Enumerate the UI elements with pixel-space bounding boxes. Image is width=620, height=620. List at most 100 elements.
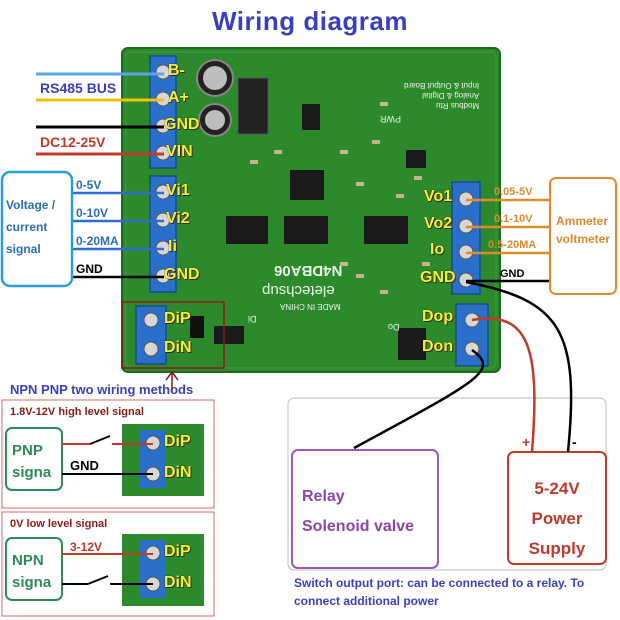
board-desc: Modbus Rtu Analog & Digital Input & Outp… (404, 80, 479, 110)
high-signal-label: 1.8V-12V high level signal (10, 406, 144, 418)
capacitor-1-top (203, 66, 227, 90)
terminal-vi2: Vi2 (166, 210, 190, 227)
pnp-gnd-label: GND (70, 458, 99, 473)
terminal-io: Io (430, 241, 445, 258)
board-pwr: PWR (380, 114, 401, 124)
pnp-terminal-dip: DiP (164, 433, 191, 450)
terminal-don: Don (422, 338, 454, 355)
terminal-vo2: Vo2 (424, 215, 453, 232)
supply-line-2: Power (531, 509, 583, 528)
supply-minus-label: - (572, 434, 577, 450)
di-optocoupler (214, 326, 244, 344)
npn-box-line-1: NPN (12, 552, 44, 569)
terminal-gnd-power: GND (164, 116, 200, 133)
wire-gnd-to-supply (465, 280, 573, 453)
ic-main (290, 170, 324, 200)
relay-line-1: Relay (302, 488, 345, 505)
npn-voltage-label: 3-12V (70, 540, 103, 554)
terminal-vin: VIN (166, 143, 193, 160)
di-highlight (121, 301, 225, 369)
npn-pnp-heading: NPN PNP two wiring methods (10, 382, 194, 397)
supply-box-text: 5-24V Power Supply (514, 474, 600, 564)
vo2-range-label: 0.1-10V (494, 213, 533, 225)
ic-small-1 (302, 104, 320, 130)
terminal-a-plus: A+ (168, 89, 189, 106)
pnp-switch-icon (89, 435, 111, 445)
vi1-range-label: 0-5V (76, 178, 102, 192)
ic-left (226, 216, 268, 244)
di-jumper (190, 316, 204, 338)
pcb-inner-shade (125, 51, 497, 369)
board-di: Di (248, 314, 257, 324)
terminal-b-minus: B- (168, 62, 185, 79)
meter-box-line-1: Ammeter (556, 214, 609, 228)
terminal-gnd-in: GND (164, 266, 200, 283)
supply-plus-label: + (522, 434, 531, 450)
wire-don-to-relay (353, 348, 485, 450)
terminal-vi1: Vi1 (166, 182, 190, 199)
npn-terminal-dip: DiP (164, 543, 191, 560)
rs485-label: RS485 BUS (40, 80, 117, 96)
supply-line-3: Supply (528, 539, 586, 558)
ic-tiny-1 (406, 150, 426, 168)
board-desc-line-1: Modbus Rtu (436, 101, 480, 110)
terminal-dop: Dop (422, 308, 454, 325)
wire-dop-to-supply (471, 317, 536, 453)
board-made: MADE IN CHINA (280, 302, 341, 311)
board-brand: eletechsup (262, 282, 335, 299)
screw-heads-left (143, 64, 171, 357)
signal-box (0, 170, 74, 288)
relay-box-text: Relay Solenoid valve (302, 482, 414, 542)
ic-center (284, 216, 328, 244)
pnp-box-text: PNP signa (12, 440, 51, 484)
board-do: Do (388, 322, 400, 332)
terminal-dip: DiP (164, 310, 191, 327)
npn-switch-icon (87, 575, 109, 585)
ic-right (364, 216, 408, 244)
wire-relay-to-supply (400, 424, 532, 452)
board-model: N4DBA06 (274, 262, 343, 279)
vi2-range-label: 0-10V (76, 206, 109, 220)
terminal-gnd-out: GND (420, 269, 456, 286)
pnp-box-line-1: PNP (12, 442, 43, 459)
board-desc-line-3: Input & Output Board (404, 81, 480, 90)
board-desc-line-2: Analog & Digital (422, 91, 480, 100)
io-range-label: 0.5-20MA (488, 239, 537, 251)
capacitor-2-top (205, 110, 225, 130)
vo1-range-label: 0.05-5V (494, 186, 533, 198)
page-title: Wiring diagram (211, 6, 408, 36)
npn-box-line-2: signa (12, 574, 52, 591)
terminal-ii: Ii (168, 238, 177, 255)
signal-box-text: Voltage / current signal (6, 194, 55, 260)
voltage-regulator (237, 77, 269, 135)
meter-box-text: Ammeter voltmeter (556, 212, 610, 248)
supply-line-1: 5-24V (534, 479, 580, 498)
signal-box-line-3: signal (6, 242, 41, 256)
meter-box-line-2: voltmeter (556, 232, 611, 246)
pnp-terminal-din: DiN (164, 464, 192, 481)
npn-signal-box (5, 537, 63, 601)
npn-terminal-din: DiN (164, 574, 192, 591)
di-arrow-icon (165, 370, 179, 392)
signal-box-line-2: current (6, 220, 48, 234)
pnp-signal-box (5, 427, 63, 491)
switch-output-note: Switch output port: can be connected to … (294, 576, 585, 608)
npn-box-text: NPN signa (12, 550, 51, 594)
supply-box (507, 451, 607, 565)
low-signal-label: 0V low level signal (10, 518, 108, 530)
gnd-out-label: GND (500, 268, 525, 280)
gnd-in-label: GND (76, 262, 103, 276)
do-connector (398, 328, 426, 360)
meter-box (549, 177, 617, 295)
signal-box-line-1: Voltage / (6, 198, 56, 212)
smd-components (250, 102, 430, 294)
terminal-din: DiN (164, 339, 192, 356)
pnp-box-line-2: signa (12, 464, 52, 481)
relay-line-2: Solenoid valve (302, 518, 415, 535)
ii-range-label: 0-20MA (76, 234, 119, 248)
relay-box (291, 449, 439, 569)
dc-label: DC12-25V (40, 134, 106, 150)
terminal-vo1: Vo1 (424, 188, 453, 205)
